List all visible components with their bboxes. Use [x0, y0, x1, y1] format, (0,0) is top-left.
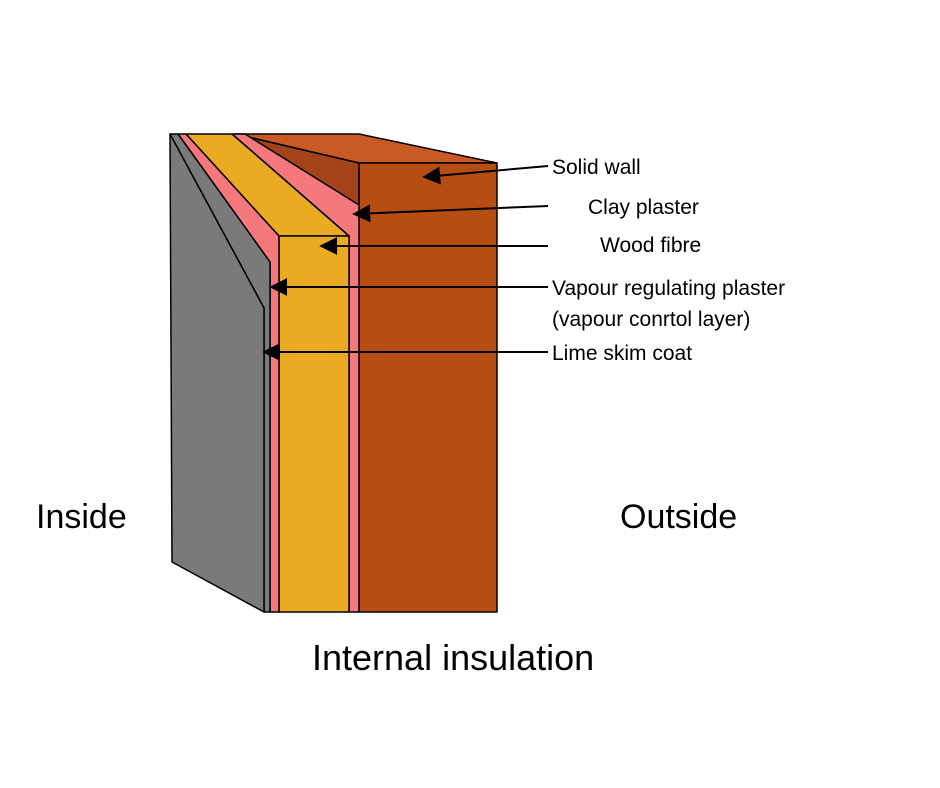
- callout-wood-fibre: Wood fibre: [600, 234, 701, 257]
- callout-vapour-plaster-sublabel: (vapour conrtol layer): [552, 308, 750, 331]
- callout-vapour-plaster: Vapour regulating plaster: [552, 277, 785, 300]
- wood-fibre-front-face: [278, 235, 350, 613]
- leader-clay-plaster: [352, 204, 549, 223]
- outside-label: Outside: [620, 498, 737, 536]
- leader-solid-wall: [422, 165, 549, 185]
- callout-clay-plaster: Clay plaster: [588, 196, 699, 219]
- lime-skim-face: [169, 133, 265, 613]
- solid-wall-front-face: [358, 162, 498, 613]
- callout-lime-skim: Lime skim coat: [552, 342, 692, 365]
- inside-label: Inside: [36, 498, 127, 536]
- diagram-caption: Internal insulation: [312, 637, 594, 678]
- callout-solid-wall: Solid wall: [552, 156, 641, 179]
